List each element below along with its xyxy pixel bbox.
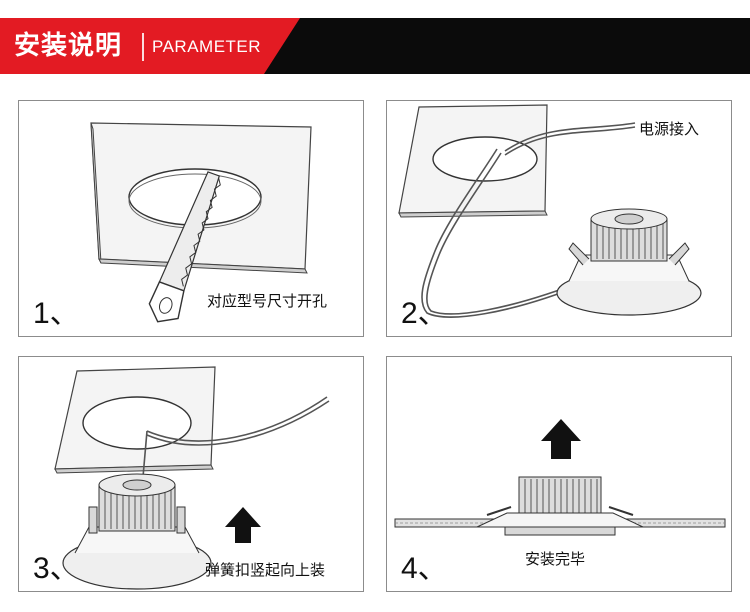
page-title: 安装说明 (14, 31, 123, 61)
step-3-number: 3、 (33, 552, 80, 585)
step-panel-2: 电源接入 2、 (386, 100, 732, 337)
step-4-caption: 安装完毕 (525, 550, 586, 568)
power-wire-connection-icon (398, 104, 702, 318)
step-1-number: 1、 (33, 297, 80, 330)
installed-downlight-cross-section-icon (394, 419, 726, 536)
header-banner: 安装说明 PARAMETER (0, 18, 750, 74)
banner-accent (0, 18, 300, 74)
step-panel-4: 安装完毕 4、 (386, 356, 732, 592)
step-4-number: 4、 (401, 552, 448, 585)
step-panel-3: 弹簧扣竖起向上装 3、 (18, 356, 364, 592)
step-2-caption: 电源接入 (639, 120, 700, 138)
step-panel-1: 对应型号尺寸开孔 1、 (18, 100, 364, 337)
spring-clips-up-arrow-icon (54, 366, 330, 590)
step-3-caption: 弹簧扣竖起向上装 (205, 561, 326, 579)
step-1-caption: 对应型号尺寸开孔 (207, 292, 328, 310)
page-subtitle: PARAMETER (152, 37, 262, 56)
title-separator (142, 33, 144, 61)
step-2-number: 2、 (401, 297, 448, 330)
saw-cutting-ceiling-hole-icon (90, 122, 312, 323)
